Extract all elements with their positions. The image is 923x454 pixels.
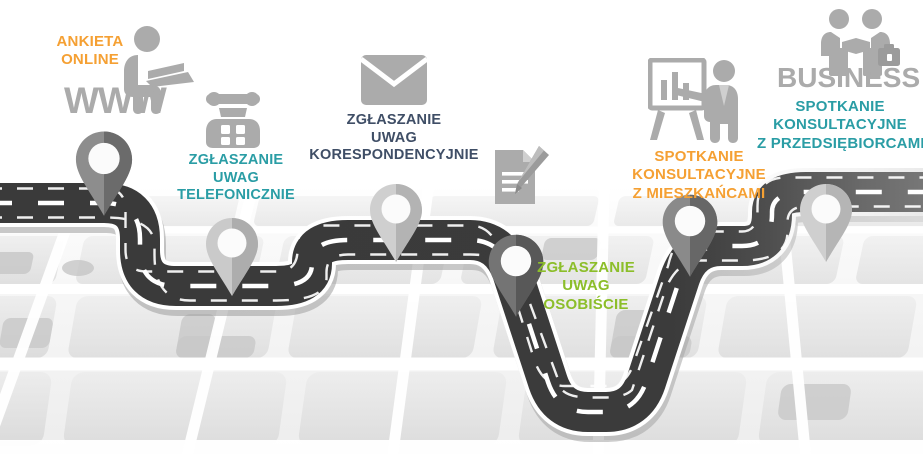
label-line: KONSULTACYJNE	[773, 116, 907, 134]
document-with-pencil-icon	[489, 146, 551, 208]
label-line: SPOTKANIE	[654, 148, 744, 165]
label-ankieta-online: ANKIETA ONLINE	[46, 33, 134, 70]
label-zglaszanie-uwag-telefonicznie: ZGŁASZANIE UWAG TELEFONICZNIE	[175, 152, 297, 205]
label-line: UWAG	[213, 169, 259, 186]
business-wordmark: BUSINESS	[777, 62, 921, 93]
label-line: ZGŁASZANIE	[188, 152, 284, 168]
label-line: TELEFONICZNIE	[177, 187, 295, 204]
label-zglaszanie-uwag-korespondencyjnie: ZGŁASZANIE UWAG KORESPONDENCYJNIE	[309, 112, 479, 165]
envelope-icon	[361, 55, 427, 105]
label-line: KORESPONDENCYJNIE	[309, 147, 479, 164]
label-line: OSOBIŚCIE	[543, 295, 629, 313]
label-line: KONSULTACYJNE	[632, 166, 766, 184]
presenter-at-flipchart-icon	[648, 58, 744, 143]
label-spotkanie-konsultacyjne-z-mieszkancami: SPOTKANIE KONSULTACYJNE Z MIESZKAŃCAMI	[632, 148, 766, 203]
person-at-laptop-icon	[118, 25, 198, 115]
label-spotkanie-konsultacyjne-z-przedsiebiorcami: SPOTKANIE KONSULTACYJNE Z PRZEDSIĘBIORCA…	[757, 98, 923, 153]
label-line: ONLINE	[61, 51, 119, 69]
business-handshake-icon	[816, 8, 902, 76]
label-line: UWAG	[562, 277, 610, 295]
label-line: ZGŁASZANIE	[346, 112, 442, 128]
telephone-icon	[203, 88, 263, 150]
label-line: Z PRZEDSIĘBIORCAMI	[757, 134, 923, 152]
label-line: UWAG	[371, 129, 417, 146]
map-pin-marker-4[interactable]	[488, 234, 544, 317]
map-pin-marker-6[interactable]	[800, 184, 852, 262]
label-line: Z MIESZKAŃCAMI	[632, 184, 766, 202]
www-wordmark: WWW	[64, 80, 167, 121]
label-line: SPOTKANIE	[795, 98, 885, 115]
label-zglaszanie-uwag-osobiscie: ZGŁASZANIE UWAG OSOBIŚCIE	[533, 259, 639, 314]
label-line: ANKIETA	[56, 33, 124, 50]
map-pin-marker-3[interactable]	[370, 184, 422, 262]
map-pin-marker-5[interactable]	[662, 194, 718, 277]
map-pin-marker-1[interactable]	[75, 131, 133, 216]
label-line: ZGŁASZANIE	[537, 259, 635, 276]
map-pin-marker-2[interactable]	[206, 218, 258, 296]
